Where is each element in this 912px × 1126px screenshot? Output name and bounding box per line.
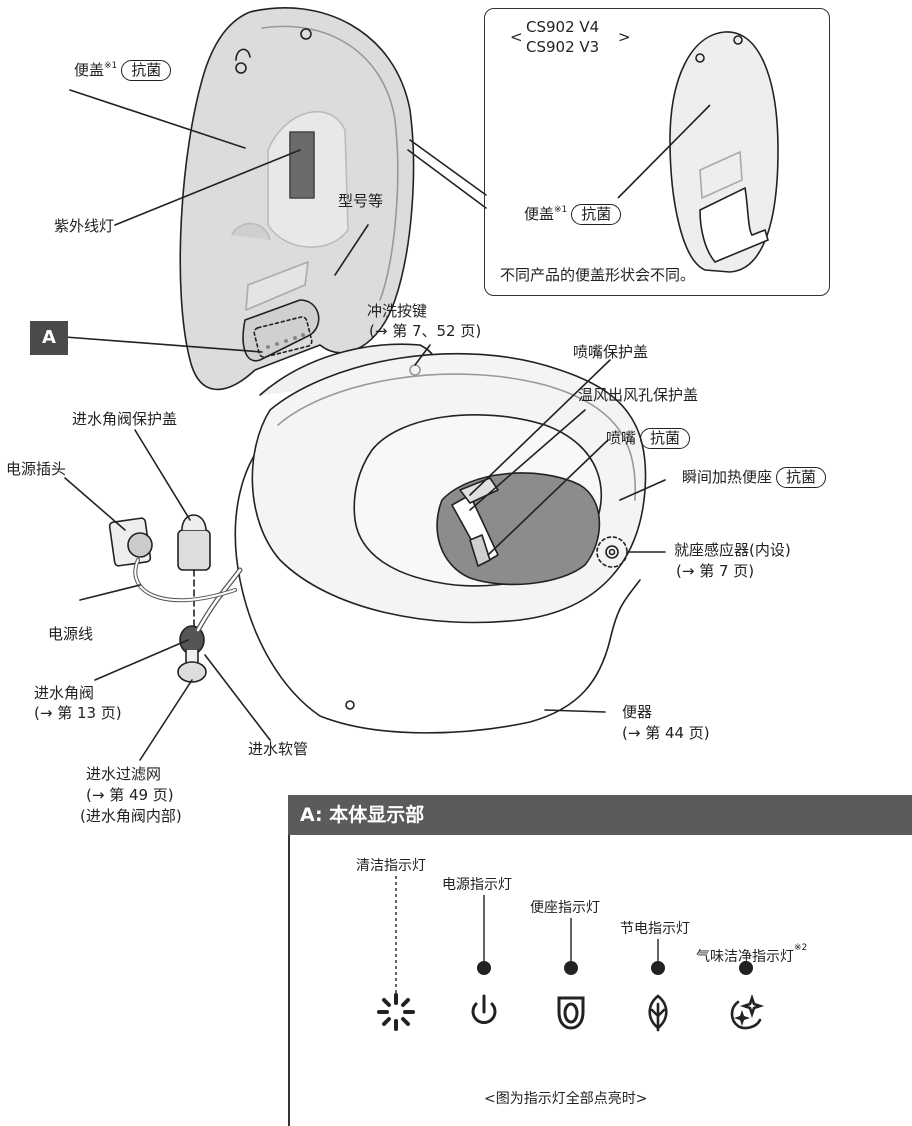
seat-sensor-ref: (→ 第 7 页) <box>676 562 755 580</box>
indicator-label-seat: 便座指示灯 <box>530 900 600 916</box>
sparkle-icon <box>377 993 415 1031</box>
bowl-label: 便器 <box>622 703 653 721</box>
heated-seat-label: 瞬间加热便座抗菌 <box>682 467 827 488</box>
inset-model-line1: CS902 V4 <box>526 18 600 36</box>
power-cord-label: 电源线 <box>48 625 94 643</box>
inset-box <box>484 8 830 296</box>
seat-icon <box>557 996 585 1030</box>
inset-lid-shape <box>669 31 779 273</box>
panel-caption: <图为指示灯全部点亮时> <box>484 1091 648 1107</box>
inlet-filter-ref: (→ 第 49 页) <box>86 786 174 804</box>
panel-left-border <box>288 835 290 1126</box>
flush-button-ref: (→ 第 7、52 页) <box>369 322 482 340</box>
antibacterial-badge: 抗菌 <box>571 204 622 225</box>
indicator-label-odor: 气味洁净指示灯※2 <box>696 943 808 965</box>
power-icon <box>471 994 497 1024</box>
uv-lamp-label: 紫外线灯 <box>54 217 115 235</box>
odor-sparkle-icon <box>730 993 765 1030</box>
display-panel: A: 本体显示部 <box>288 795 912 1126</box>
power-plug-label: 电源插头 <box>6 460 67 478</box>
flush-button-label: 冲洗按键 <box>367 302 428 320</box>
antibacterial-badge: 抗菌 <box>776 467 827 488</box>
leaf-icon <box>648 994 668 1032</box>
inset-note: 不同产品的便盖形状会不同。 <box>500 266 696 284</box>
inset-bracket-left: < <box>510 28 523 46</box>
bowl-ref: (→ 第 44 页) <box>622 724 710 742</box>
air-outlet-cover-label: 温风出风孔保护盖 <box>578 386 699 404</box>
nozzle-label: 喷嘴抗菌 <box>606 428 691 449</box>
indicator-label-power: 电源指示灯 <box>442 877 512 893</box>
inlet-hose-label: 进水软管 <box>248 740 309 758</box>
display-tag-a: A <box>30 321 68 355</box>
panel-title: A: 本体显示部 <box>288 795 912 835</box>
model-label: 型号等 <box>338 192 384 210</box>
angle-valve-label: 进水角阀 <box>34 684 95 702</box>
antibacterial-badge: 抗菌 <box>640 428 691 449</box>
seat-sensor-label: 就座感应器(内设) <box>674 541 791 559</box>
angle-valve-ref: (→ 第 13 页) <box>34 704 122 722</box>
inset-model-line2: CS902 V3 <box>526 38 600 56</box>
indicator-label-clean: 清洁指示灯 <box>356 858 426 874</box>
indicator-label-eco: 节电指示灯 <box>620 921 690 937</box>
inset-bracket-right: > <box>618 28 631 46</box>
valve-cover-label: 进水角阀保护盖 <box>72 410 178 428</box>
nozzle-cover-label: 喷嘴保护盖 <box>573 343 649 361</box>
inlet-filter-label: 进水过滤网 <box>86 765 162 783</box>
inlet-filter-note: (进水角阀内部) <box>80 807 182 825</box>
antibacterial-badge: 抗菌 <box>121 60 172 81</box>
